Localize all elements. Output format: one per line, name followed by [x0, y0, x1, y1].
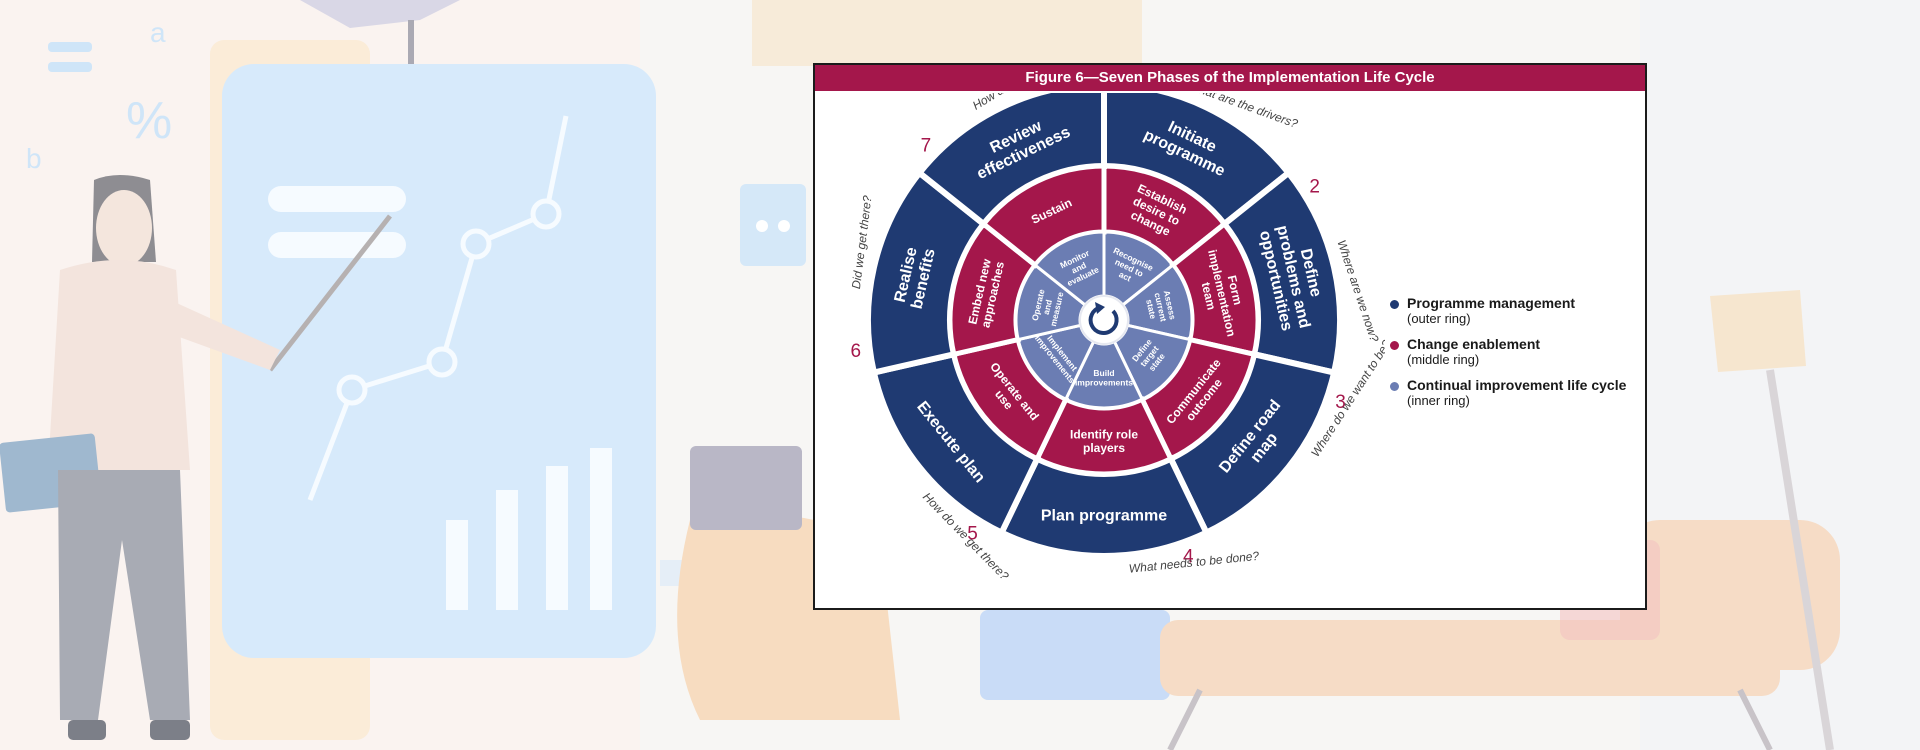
- phase-number: 4: [1183, 546, 1194, 567]
- svg-text:b: b: [26, 143, 42, 174]
- phase-number: 6: [850, 341, 861, 362]
- cycle-arrow-icon: [1088, 305, 1119, 335]
- outer-ring-label: Plan programme: [1041, 508, 1167, 525]
- wheel-hub: [1079, 295, 1129, 345]
- legend-label: Continual improvement life cycle: [1407, 377, 1627, 393]
- middle-ring-label: Embed newapproaches: [965, 257, 1007, 329]
- legend-dot-icon: [1390, 382, 1399, 391]
- legend-item-change-enablement: Change enablement (middle ring): [1390, 336, 1640, 367]
- legend-sub: (inner ring): [1407, 393, 1470, 408]
- svg-text:%: %: [126, 92, 172, 150]
- legend-sub: (outer ring): [1407, 311, 1471, 326]
- legend-dot-icon: [1390, 341, 1399, 350]
- inner-ring-label: Assesscurrentstate: [1143, 289, 1178, 325]
- legend-item-programme-management: Programme management (outer ring): [1390, 295, 1640, 326]
- figure-panel: Figure 6—Seven Phases of the Implementat…: [813, 63, 1647, 610]
- figure-title: Figure 6—Seven Phases of the Implementat…: [815, 65, 1645, 91]
- phase-number: 5: [967, 524, 978, 545]
- middle-ring-label: Formimplementationteam: [1192, 245, 1252, 341]
- cycle-arrowhead-icon: [1095, 302, 1105, 314]
- phase-number: 2: [1309, 176, 1320, 197]
- legend-label: Change enablement: [1407, 336, 1541, 352]
- legend-label: Programme management: [1407, 295, 1576, 311]
- legend: Programme management (outer ring) Change…: [1390, 295, 1640, 418]
- phase-number: 7: [921, 136, 932, 157]
- svg-text:a: a: [150, 17, 166, 48]
- legend-dot-icon: [1390, 300, 1399, 309]
- legend-sub: (middle ring): [1407, 352, 1480, 367]
- wedges: [865, 93, 1343, 559]
- legend-item-continual-improvement: Continual improvement life cycle (inner …: [1390, 377, 1640, 408]
- phase-number: 3: [1335, 392, 1346, 413]
